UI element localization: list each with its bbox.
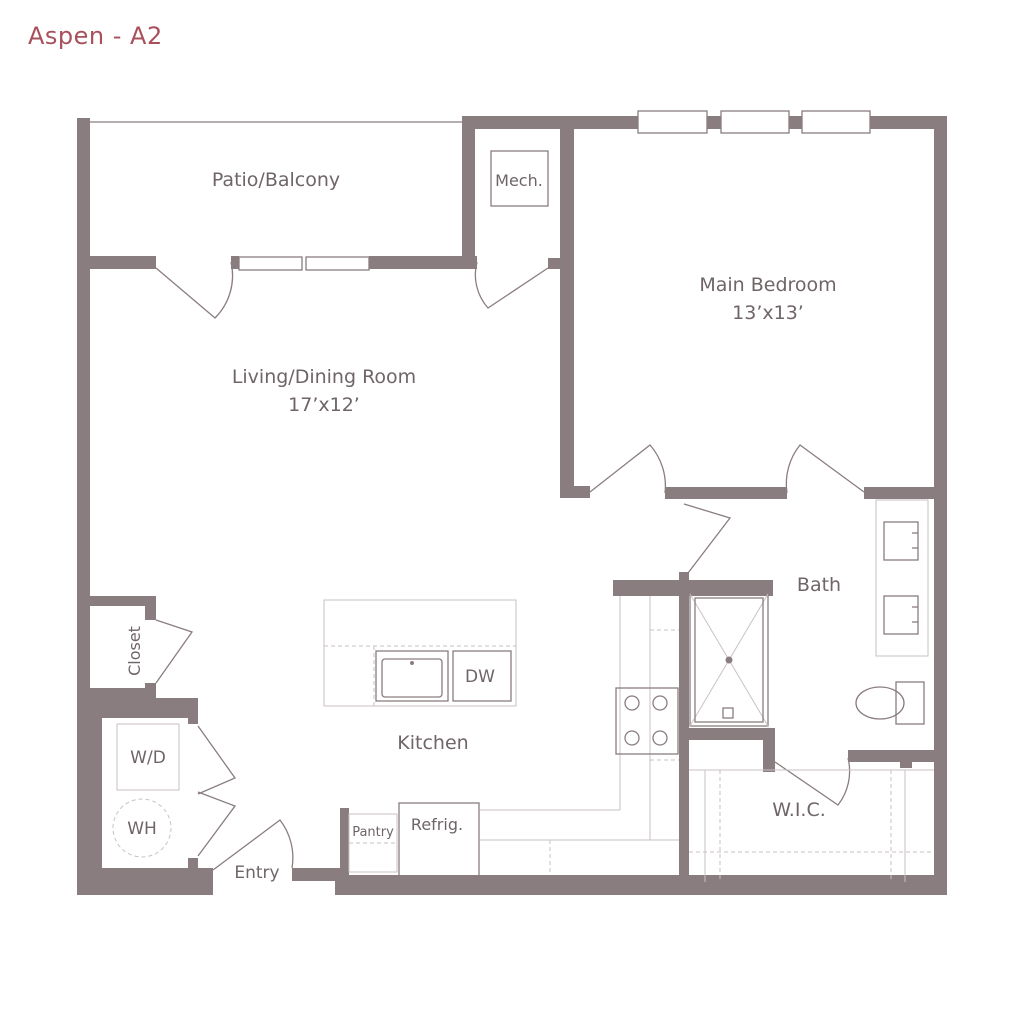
label-wd: W/D (130, 748, 166, 768)
label-living: Living/Dining Room (232, 366, 416, 388)
label-pantry: Pantry (352, 825, 394, 840)
label-closet: Closet (125, 626, 144, 676)
label-kitchen: Kitchen (397, 732, 468, 754)
room-labels: Patio/Balcony Mech. Main Bedroom 13’x13’… (125, 169, 841, 883)
label-bedroom-size: 13’x13’ (732, 302, 804, 324)
label-wic: W.I.C. (772, 799, 826, 821)
fixtures (90, 110, 934, 882)
label-patio: Patio/Balcony (212, 169, 340, 191)
label-living-size: 17’x12’ (288, 394, 360, 416)
label-dw: DW (465, 667, 495, 687)
plan-title: Aspen - A2 (28, 22, 163, 50)
label-wh: WH (127, 819, 157, 839)
walls (77, 116, 947, 895)
label-bedroom: Main Bedroom (699, 274, 836, 296)
label-mech: Mech. (495, 171, 543, 190)
label-refrig: Refrig. (411, 815, 463, 834)
label-entry: Entry (234, 863, 279, 883)
label-bath: Bath (797, 574, 841, 596)
